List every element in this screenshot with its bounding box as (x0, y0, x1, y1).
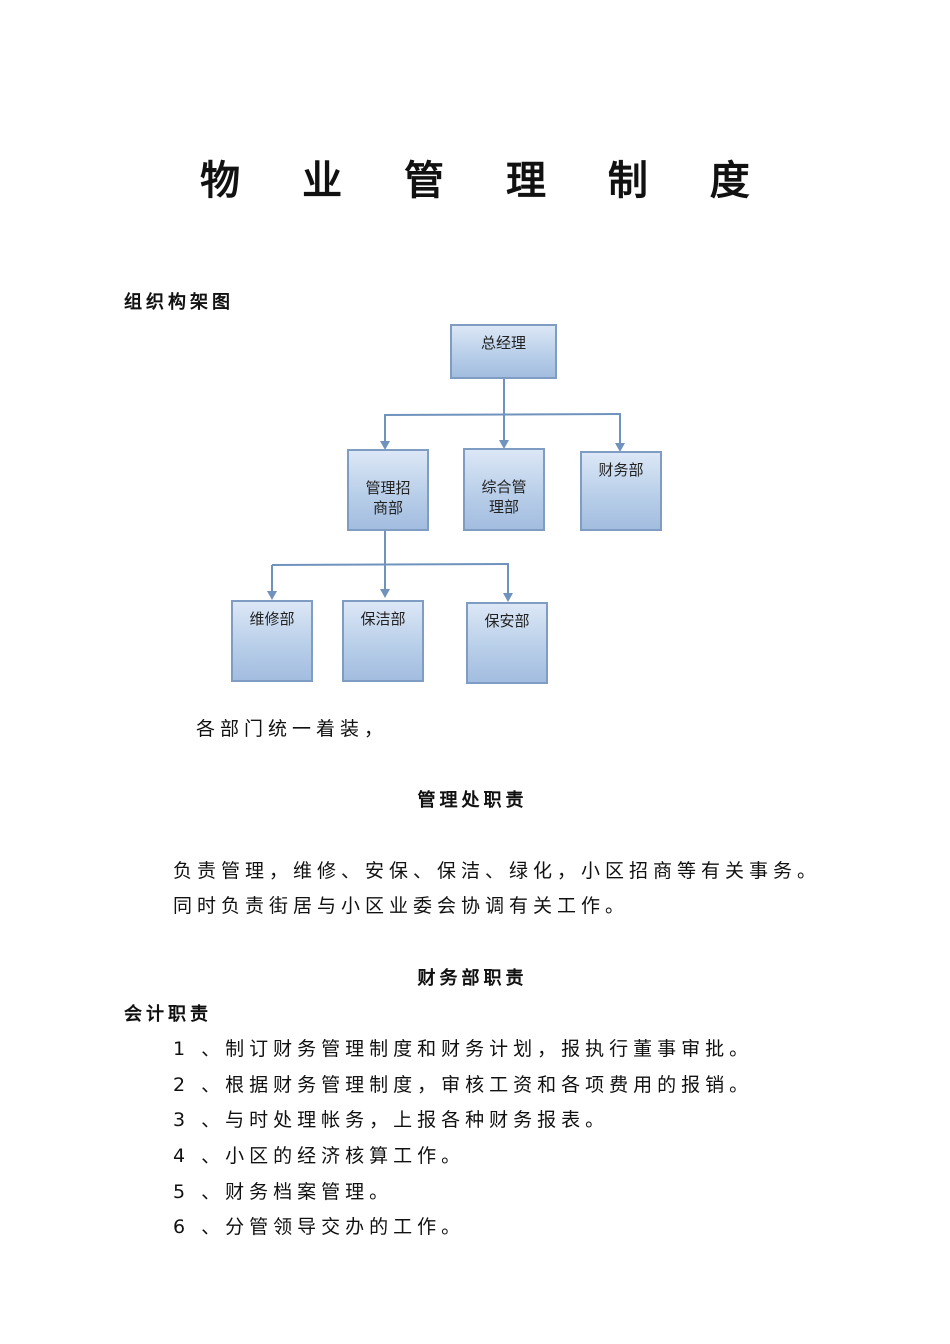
org-chart-label: 组织构架图 (124, 292, 234, 313)
org-node-repair: 维修部 (231, 600, 313, 682)
arrowhead-general (499, 440, 509, 449)
arrowhead-mgmt (380, 441, 390, 450)
list-item: 3 、与时处理帐务，上报各种财务报表。 (173, 1109, 610, 1131)
connector-level1-bus (383, 413, 622, 416)
org-chart-connectors (267, 378, 625, 602)
org-node-cleaning: 保洁部 (342, 600, 424, 682)
org-node-finance: 财务部 (580, 451, 662, 531)
arrowhead-security (503, 593, 513, 602)
list-item: 2 、根据财务管理制度，审核工资和各项费用的报销。 (173, 1074, 754, 1096)
org-node-management: 管理招 商部 (347, 449, 429, 531)
finance-duties-heading: 财务部职责 (417, 968, 528, 989)
uniform-note: 各部门统一着装， (196, 718, 389, 740)
list-item: 5 、财务档案管理。 (173, 1181, 394, 1203)
org-node-general-affairs: 综合管 理部 (463, 448, 545, 531)
org-node-general-manager: 总经理 (450, 324, 557, 379)
management-duties-line-2: 同时负责街居与小区业委会协调有关工作。 (173, 895, 630, 917)
org-chart: 总经理 管理招 商部 综合管 理部 财务部 维修部 保洁部 保安部 (231, 324, 662, 684)
list-item: 6 、分管领导交办的工作。 (173, 1216, 466, 1238)
page-title: 物 业 管 理 制 度 (200, 158, 774, 204)
arrowhead-cleaning (380, 589, 390, 598)
management-duties-heading: 管理处职责 (417, 790, 528, 811)
list-item: 1 、制订财务管理制度和财务计划，报执行董事审批。 (173, 1038, 754, 1060)
arrowhead-repair (267, 591, 277, 600)
list-item: 4 、小区的经济核算工作。 (173, 1145, 466, 1167)
connector-level2-bus (271, 563, 510, 566)
accounting-duties-label: 会计职责 (124, 1004, 212, 1025)
management-duties-line-1: 负责管理，维修、安保、保洁、绿化，小区招商等有关事务。 (173, 860, 822, 882)
org-node-security: 保安部 (466, 602, 548, 684)
arrowhead-finance (615, 443, 625, 452)
